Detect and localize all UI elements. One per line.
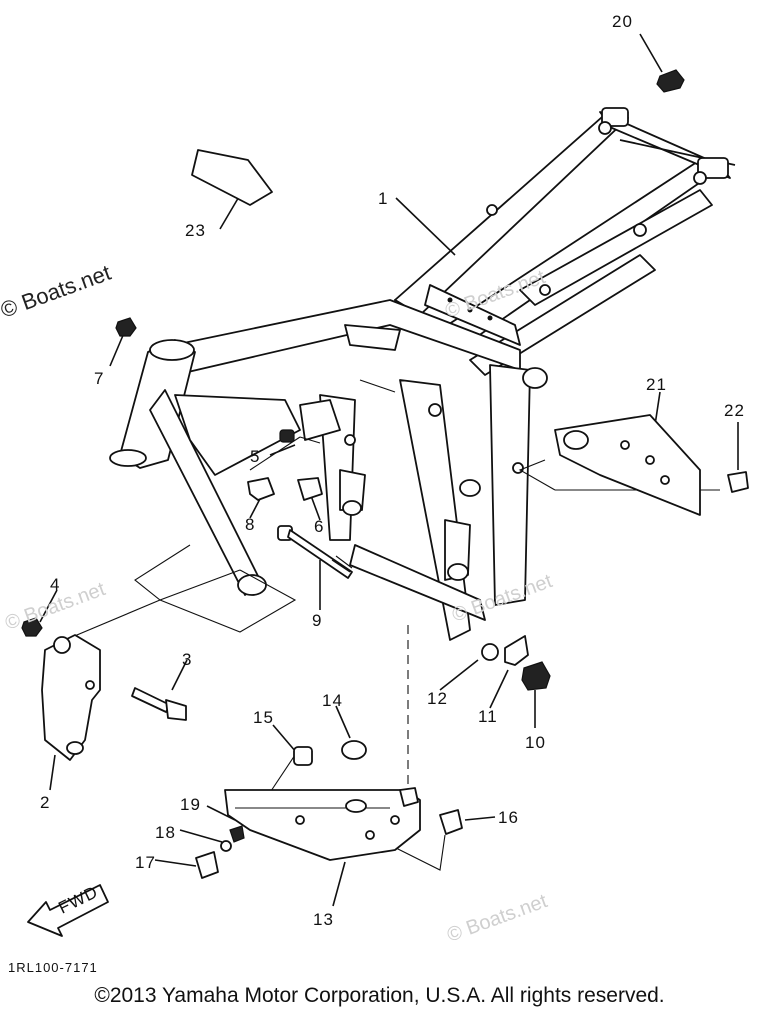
watermark-text: © Boats.net [0, 260, 114, 323]
callout-11: 11 [478, 707, 498, 726]
callout-20: 20 [612, 12, 633, 31]
callout-22: 22 [724, 401, 745, 420]
callout-18: 18 [155, 823, 176, 842]
callout-1: 1 [378, 189, 388, 208]
callout-15: 15 [253, 708, 274, 727]
copyright-notice: ©2013 Yamaha Motor Corporation, U.S.A. A… [94, 984, 665, 1007]
callout-9: 9 [312, 611, 322, 630]
main-frame [109, 107, 736, 641]
callout-17: 17 [135, 853, 156, 872]
callout-8: 8 [245, 515, 255, 534]
callout-2: 2 [40, 793, 50, 812]
forward-arrow-icon: FWD [27, 882, 109, 937]
watermark-text: © Boats.net [444, 890, 550, 947]
callout-7: 7 [94, 369, 104, 388]
callout-labels: 1 2 3 4 5 6 7 8 9 10 11 12 13 14 15 16 1… [40, 12, 745, 929]
callout-4: 4 [50, 575, 60, 594]
callout-14: 14 [322, 691, 343, 710]
leader-lines [39, 33, 739, 907]
callout-21: 21 [646, 375, 667, 394]
callout-6: 6 [314, 517, 324, 536]
diagram-code: 1RL100-7171 [8, 960, 98, 975]
callout-19: 19 [180, 795, 201, 814]
small-parts [21, 69, 749, 879]
callout-23: 23 [185, 221, 206, 240]
callout-16: 16 [498, 808, 519, 827]
callout-13: 13 [313, 910, 334, 929]
callout-5: 5 [250, 447, 260, 466]
callout-12: 12 [427, 689, 448, 708]
callout-3: 3 [182, 650, 192, 669]
callout-10: 10 [525, 733, 546, 752]
